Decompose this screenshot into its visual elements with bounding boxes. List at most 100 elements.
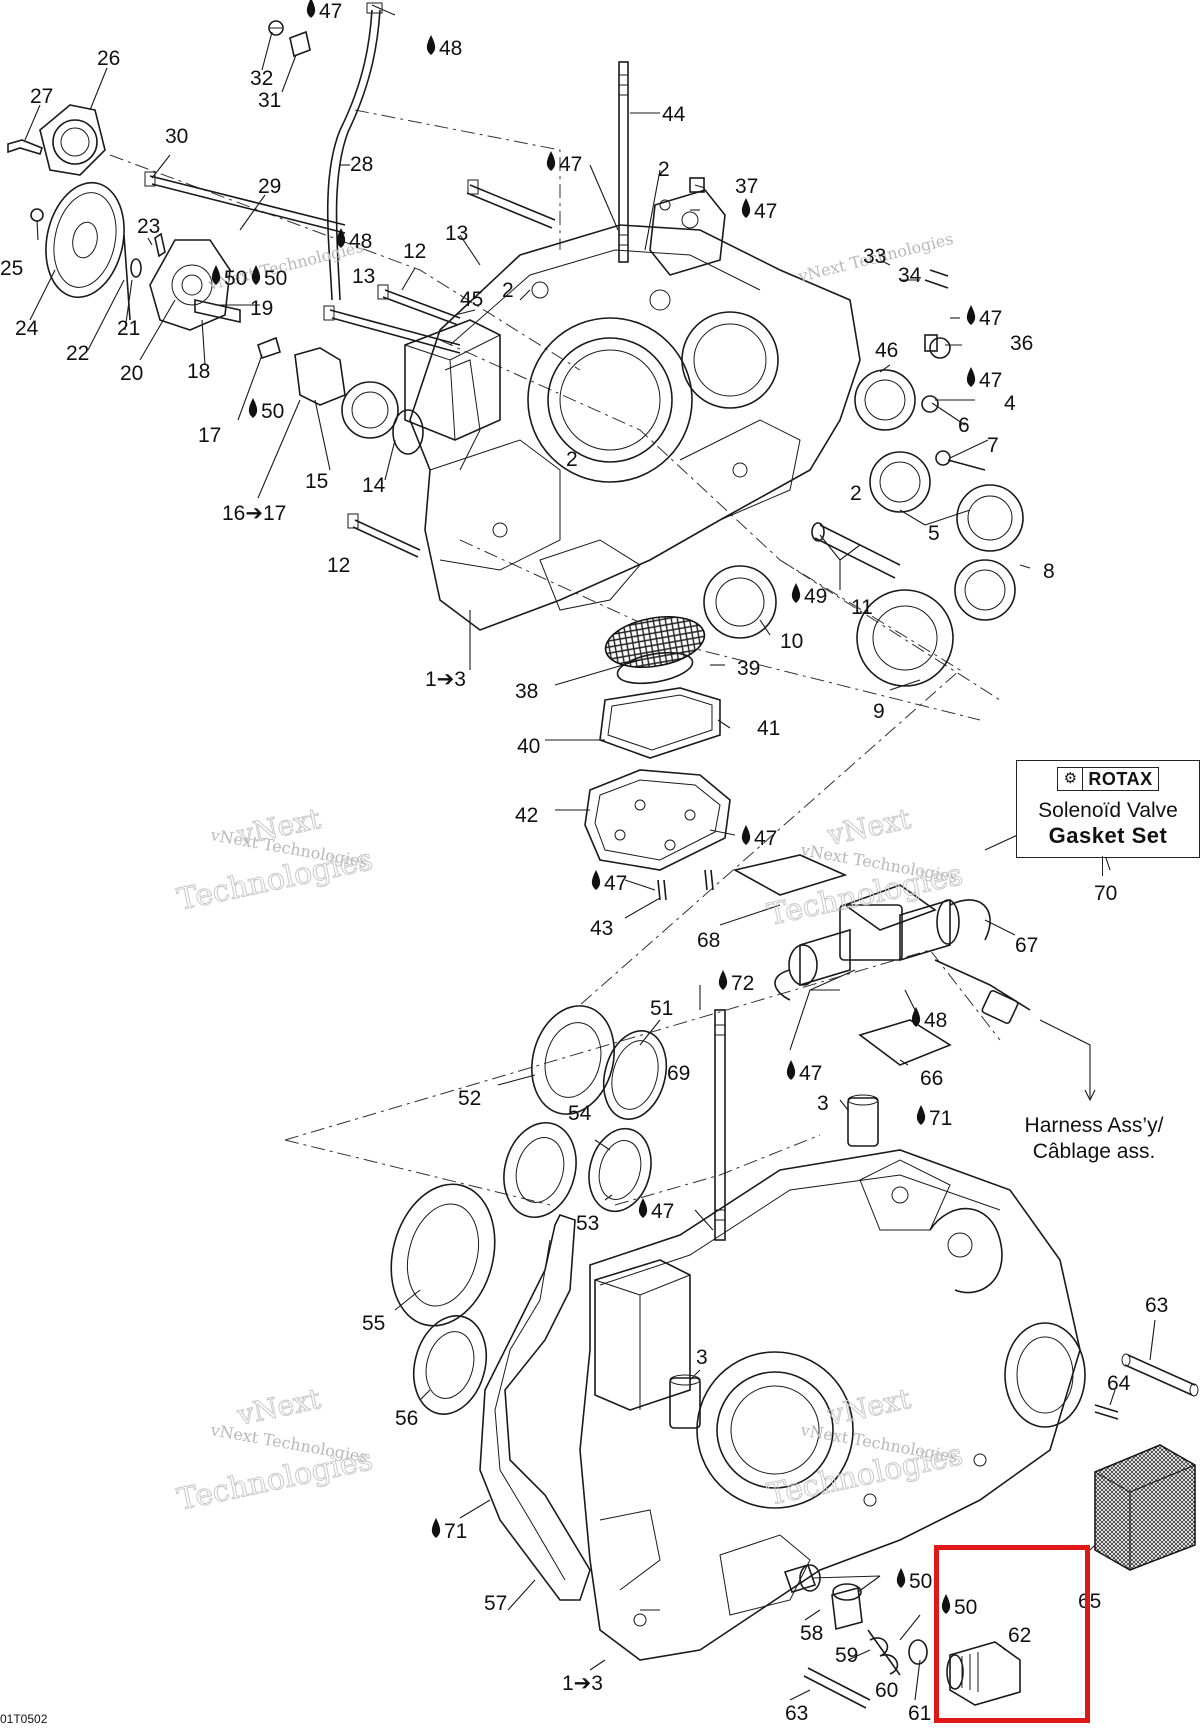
- part-number-label: 24: [15, 317, 39, 340]
- part-number-label: 12: [403, 240, 426, 263]
- part-number-label: 66: [920, 1067, 943, 1090]
- rotax-brand: ROTAX: [1088, 768, 1153, 789]
- part-number-label: 40: [517, 735, 540, 758]
- part-number-label: 32: [250, 67, 273, 90]
- part-number-label: 63: [785, 1702, 808, 1725]
- stud-44: [618, 61, 629, 263]
- callout-number: 70: [1094, 882, 1118, 905]
- strainer-38-39-gaskets-40-41: [599, 616, 721, 759]
- part-number-label: 29: [258, 175, 281, 198]
- part-number-label: 2: [658, 158, 670, 181]
- oil-tube-28: [326, 2, 383, 301]
- part-number-label: 12: [327, 554, 350, 577]
- watermark-large: Technologies: [174, 1442, 375, 1518]
- part-number-label: 61: [908, 1702, 931, 1725]
- part-number-label: 7: [987, 434, 999, 457]
- bolts-and-shafts-left: [144, 171, 556, 558]
- part-number-label: 46: [875, 339, 898, 362]
- upper-crankcase-half: [404, 189, 861, 631]
- part-number-label: 51: [650, 997, 673, 1020]
- part-number-label: 13: [352, 265, 375, 288]
- part-number-label: 6: [958, 414, 970, 437]
- part-number-label: 71: [929, 1107, 952, 1130]
- oil-drop-icon: [916, 1105, 926, 1125]
- watermarks: vNext Technologies vNext Technologies vN…: [174, 229, 966, 1518]
- part-number-label: 10: [780, 630, 803, 653]
- part-number-label: 47: [799, 1062, 822, 1085]
- part-number-label: 39: [737, 657, 760, 680]
- part-number-label: 63: [1145, 1294, 1168, 1317]
- solenoid-valve-67: [732, 854, 1096, 1102]
- figure-code: 01T0502: [0, 1712, 48, 1726]
- watermark-large: vNext: [234, 1382, 325, 1432]
- part-number-label: 36: [1010, 332, 1033, 355]
- gasket-57: [479, 1214, 591, 1601]
- harness-line1: Harness Ass’y/: [1024, 1114, 1164, 1137]
- part-number-label: 47: [979, 369, 1002, 392]
- callout-line2: Gasket Set: [1048, 823, 1168, 848]
- part-number-label: 50: [909, 1570, 932, 1593]
- part-number-label: 69: [667, 1062, 690, 1085]
- oil-drop-icon: [741, 198, 751, 218]
- oil-drop-icon: [638, 1198, 648, 1218]
- part-number-label: 41: [757, 717, 780, 740]
- filter-parts-14-15-17: [257, 336, 424, 455]
- part-number-label: 47: [319, 0, 342, 23]
- oil-drop-icon: [941, 1594, 951, 1614]
- oil-drop-icon: [966, 367, 976, 387]
- bearings-lower-left: [390, 1005, 879, 1429]
- part-number-label: 48: [439, 37, 462, 60]
- part-number-label: 47: [754, 827, 777, 850]
- part-number-label: 45: [460, 288, 483, 311]
- part-number-label: 3: [817, 1092, 829, 1115]
- part-number-label: 37: [735, 175, 758, 198]
- oil-pump-body-20: [123, 232, 231, 331]
- part-number-label: 60: [875, 1679, 898, 1702]
- highlight-box-part-62[interactable]: [934, 1545, 1090, 1723]
- part-number-label: 22: [66, 342, 89, 365]
- part-number-label: 59: [835, 1644, 858, 1667]
- oil-drop-icon: [786, 1060, 796, 1080]
- oil-drop-icon: [741, 825, 751, 845]
- part-number-label: 28: [350, 153, 373, 176]
- part-number-label: 50: [261, 400, 284, 423]
- part-number-label: 27: [30, 85, 53, 108]
- part-number-label: 25: [0, 257, 23, 280]
- part-number-label: 57: [484, 1592, 507, 1615]
- part-number-label: 55: [362, 1312, 385, 1335]
- watermark-large: vNext: [824, 1382, 915, 1432]
- harness-note: Harness Ass’y/ Câblage ass.: [994, 1113, 1194, 1165]
- part-number-label: 47: [604, 872, 627, 895]
- part-number-label: 47: [754, 200, 777, 223]
- part-number-label: 11: [851, 596, 873, 619]
- part-number-label: 62: [1008, 1624, 1031, 1647]
- harness-line2: Câblage ass.: [1032, 1140, 1156, 1163]
- part-number-label: 17: [198, 424, 221, 447]
- oil-pump-gear-24: [30, 181, 125, 299]
- part-number-label: 1➔3: [425, 668, 466, 691]
- part-number-label: 34: [898, 264, 922, 287]
- part-number-label: 21: [117, 317, 140, 340]
- part-number-label: 42: [515, 804, 538, 827]
- part-number-label: 47: [979, 307, 1002, 330]
- oil-drop-icon: [591, 870, 601, 890]
- oil-drop-icon: [211, 265, 221, 285]
- part-number-label: 13: [445, 222, 468, 245]
- clip-31-bolt-32: [268, 20, 311, 58]
- part-number-label: 44: [662, 103, 686, 126]
- oil-drop-icon: [248, 398, 258, 418]
- part-number-label: 33: [863, 245, 886, 268]
- part-number-label: 2: [566, 448, 578, 471]
- part-number-label: 20: [120, 362, 143, 385]
- part-number-label: 67: [1015, 934, 1038, 957]
- lower-bottom-parts-58-63: [783, 1564, 1021, 1709]
- part-number-label: 23: [137, 215, 160, 238]
- part-number-label: 38: [515, 680, 538, 703]
- part-number-label: 52: [458, 1087, 481, 1110]
- watermark-large: vNext: [824, 802, 915, 852]
- bearings-upper-right: [689, 177, 1024, 687]
- part-number-label: 5: [928, 522, 940, 545]
- part-number-label: 71: [444, 1520, 467, 1543]
- part-number-label: 48: [924, 1009, 947, 1032]
